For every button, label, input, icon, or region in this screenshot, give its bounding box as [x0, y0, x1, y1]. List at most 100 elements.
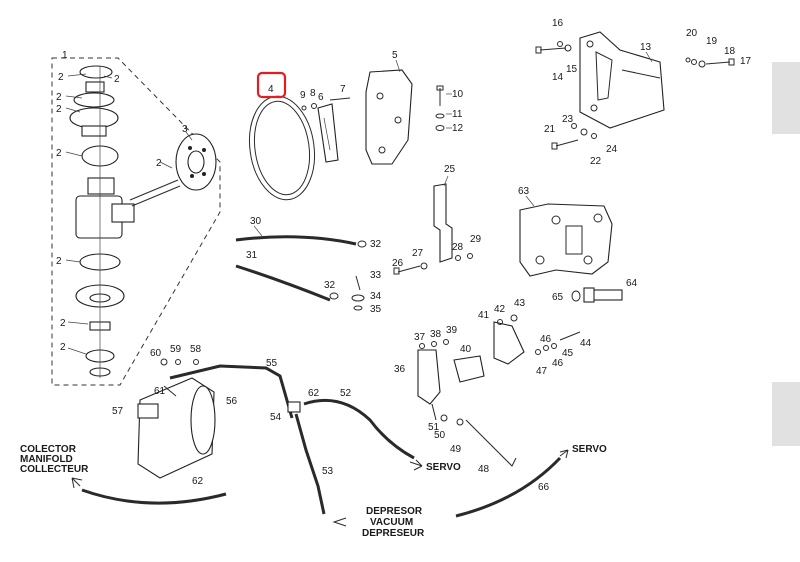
bolt-17-head — [728, 58, 735, 66]
callout-60: 60 — [150, 348, 162, 359]
callout-38: 38 — [430, 329, 442, 340]
callout-56: 56 — [226, 396, 238, 407]
callout-33: 33 — [370, 270, 382, 281]
clamp-32 — [357, 240, 367, 248]
callout-10: 10 — [452, 89, 464, 100]
callout-61: 61 — [154, 386, 166, 397]
washer-22 — [580, 128, 588, 136]
strap-25 — [433, 183, 453, 263]
callout-39: 39 — [446, 325, 458, 336]
washer-23 — [571, 123, 577, 129]
callout-30: 30 — [250, 216, 262, 227]
callout-20: 20 — [686, 28, 698, 39]
callout-50: 50 — [434, 430, 446, 441]
callout-29: 29 — [470, 234, 482, 245]
callout-2: 2 — [56, 148, 62, 159]
callout-32: 32 — [370, 239, 382, 250]
pump-assembly: 1 2 2 2 2 2 2 2 2 2 3 — [51, 50, 221, 386]
tee-54 — [287, 401, 301, 413]
callout-64: 64 — [626, 278, 638, 289]
nut-46 — [535, 349, 541, 355]
callout-34: 34 — [370, 291, 382, 302]
wingnut-34 — [351, 294, 365, 302]
bolt-21 — [555, 139, 579, 147]
washer-11 — [435, 113, 445, 119]
leader-line — [185, 131, 193, 141]
pulley-bolt — [202, 148, 206, 152]
callout-62: 62 — [192, 476, 204, 487]
assembly-dashed-outline — [51, 57, 221, 386]
bracket-36 — [417, 349, 441, 405]
leader-line — [65, 107, 81, 113]
tube-66 — [455, 456, 562, 518]
bolt-26 — [397, 265, 421, 273]
washer-42 — [497, 319, 503, 325]
bolt-7 — [329, 97, 351, 101]
rod-48 — [465, 419, 517, 467]
callout-15: 15 — [566, 64, 578, 75]
washer-50 — [440, 414, 448, 422]
washer-8 — [311, 103, 317, 109]
screw-33 — [355, 275, 361, 291]
bracket-hole — [590, 104, 598, 112]
callout-65: 65 — [552, 292, 564, 303]
washer-46 — [543, 345, 549, 351]
hose-group: 30 31 32 32 33 34 35 — [235, 216, 382, 315]
bracket-window — [565, 225, 583, 255]
scan-noise-patch — [772, 382, 800, 446]
caption-collecteur: COLLECTEUR — [20, 464, 89, 475]
callout-59: 59 — [170, 344, 182, 355]
bracket-hole — [394, 116, 402, 124]
leader-line — [645, 51, 653, 63]
callout-35: 35 — [370, 304, 382, 315]
callout-6: 6 — [318, 92, 324, 103]
callout-2: 2 — [56, 104, 62, 115]
callout-23: 23 — [562, 114, 574, 125]
leader-line — [443, 175, 449, 187]
scan-noise — [772, 62, 800, 446]
caption-servo: SERVO — [572, 444, 607, 455]
bracket-slot — [595, 51, 613, 101]
pump-shaft-edge — [131, 185, 181, 207]
nut-43 — [510, 314, 518, 322]
bolt-64-head — [583, 287, 595, 303]
fitting-61 — [163, 385, 177, 397]
callout-44: 44 — [580, 338, 592, 349]
callout-37: 37 — [414, 332, 426, 343]
bolt-14 — [539, 47, 567, 51]
pump-top-cover — [79, 65, 113, 79]
callout-27: 27 — [412, 248, 424, 259]
tube-62 — [81, 488, 227, 505]
caption-vacuum: VACUUM — [370, 517, 413, 528]
washer-28 — [455, 255, 461, 261]
callout-12: 12 — [452, 123, 464, 134]
washer-15 — [564, 44, 572, 52]
leader-line — [67, 321, 89, 325]
leader-line — [67, 73, 87, 77]
callout-49: 49 — [450, 444, 462, 455]
bracket-5 — [365, 69, 413, 165]
washer-19 — [691, 59, 697, 65]
leader-line — [67, 347, 87, 355]
vacuum-system: 56 57 58 59 60 61 55 54 53 52 62 62 66 — [71, 344, 569, 527]
caption-depresor: DEPRESOR — [366, 506, 423, 517]
clamp-32 — [329, 292, 339, 300]
callout-2: 2 — [56, 256, 62, 267]
arrow-vacuum-icon — [332, 517, 347, 527]
strap-slot — [323, 117, 331, 151]
callout-24: 24 — [606, 144, 618, 155]
bracket-fold — [621, 69, 661, 79]
nut-29 — [467, 253, 473, 259]
callout-46: 46 — [552, 358, 564, 369]
callout-11: 11 — [452, 109, 463, 120]
washer-37 — [419, 343, 425, 349]
callout-55: 55 — [266, 358, 278, 369]
bolt-21-head — [551, 142, 558, 150]
callout-57: 57 — [112, 406, 124, 417]
callout-14: 14 — [552, 72, 564, 83]
callout-63: 63 — [518, 186, 530, 197]
callout-3: 3 — [182, 124, 188, 135]
washer-18 — [698, 60, 706, 68]
hose-31 — [235, 264, 331, 302]
